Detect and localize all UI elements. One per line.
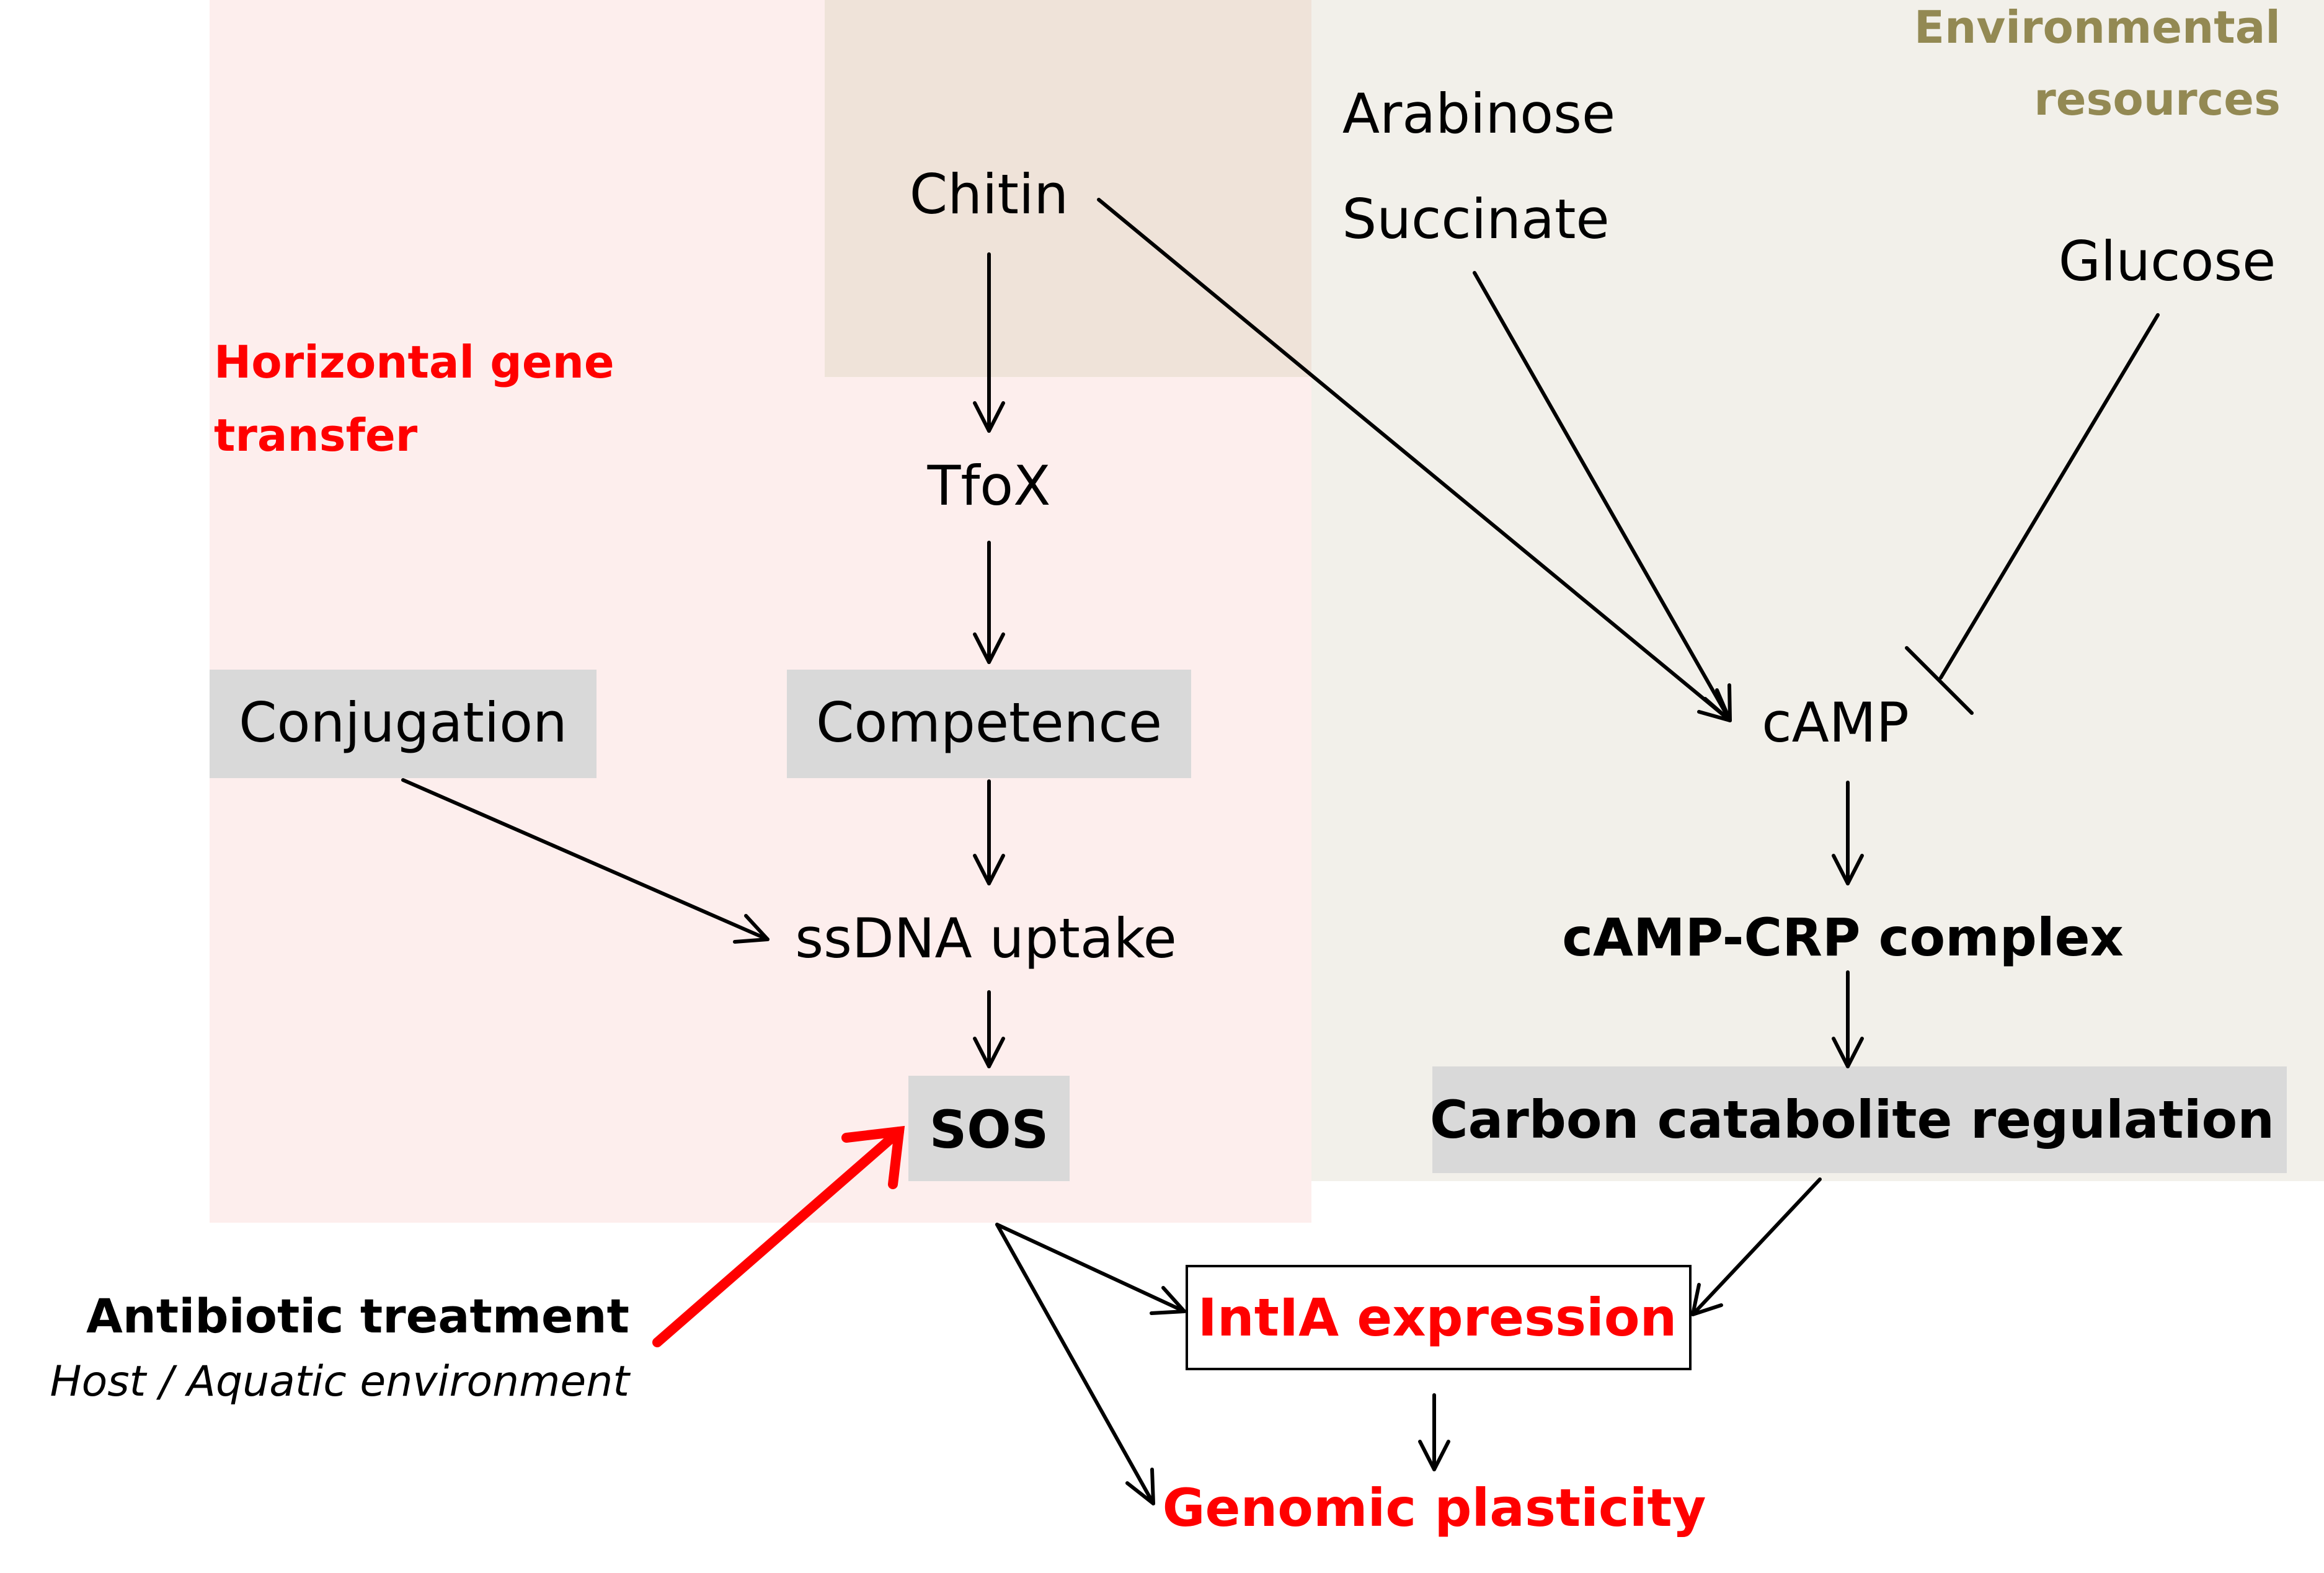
inhibition-glucose-camp (1905, 313, 2160, 715)
intia-box (1186, 1265, 1692, 1370)
sos-node: SOS (929, 1099, 1049, 1160)
carbon-catabolite-node: Carbon catabolite regulation (1429, 1089, 2275, 1150)
arrow-campcrp-carbon (1832, 970, 1864, 1068)
conjugation-box (210, 670, 597, 778)
conjugation-node: Conjugation (239, 691, 567, 755)
arrow-chitin-tfox (973, 252, 1005, 433)
chitin-node: Chitin (909, 162, 1069, 226)
env-label-line1: Environmental (1914, 1, 2281, 53)
arrow-sos-genomic (995, 1223, 1155, 1505)
camp-node: cAMP (1762, 691, 1909, 755)
arrow-sos-intia (995, 1223, 1186, 1315)
intia-expression-node: IntIA expression (1197, 1287, 1677, 1348)
genomic-plasticity-node: Genomic plasticity (1162, 1478, 1706, 1538)
arrow-camp-campcrp (1832, 781, 1864, 885)
camp-crp-complex-node: cAMP-CRP complex (1562, 907, 2124, 968)
arrow-conjugation-ssdna (401, 778, 769, 944)
chitin-overlap-region (825, 0, 1311, 377)
succinate-node: Succinate (1342, 187, 1610, 251)
env-label-line2: resources (2034, 73, 2281, 125)
arrow-antibiotic-sos (652, 1125, 905, 1347)
arrow-chitin-camp (1097, 198, 1732, 722)
arrow-intia-genomic (1418, 1393, 1450, 1471)
hgt-label-line2: transfer (214, 409, 418, 461)
competence-node: Competence (816, 691, 1162, 755)
sos-box (908, 1076, 1070, 1181)
carbon-box (1432, 1066, 2287, 1173)
host-aquatic-label: Host / Aquatic environment (50, 1357, 629, 1406)
arrow-succinate-camp (1473, 271, 1732, 722)
hgt-label-line1: Horizontal gene (214, 336, 614, 388)
competence-box (787, 670, 1191, 778)
arrow-competence-ssdna (973, 779, 1005, 885)
arabinose-node: Arabinose (1342, 82, 1616, 146)
arrow-ssdna-sos (973, 990, 1005, 1068)
glucose-node: Glucose (2058, 229, 2276, 293)
arrow-carbon-intia (1691, 1177, 1822, 1316)
arrow-tfox-competence (973, 541, 1005, 664)
tfox-node: TfoX (927, 454, 1051, 518)
antibiotic-treatment-label: Antibiotic treatment (86, 1288, 629, 1344)
ssdna-uptake-node: ssDNA uptake (795, 906, 1177, 970)
